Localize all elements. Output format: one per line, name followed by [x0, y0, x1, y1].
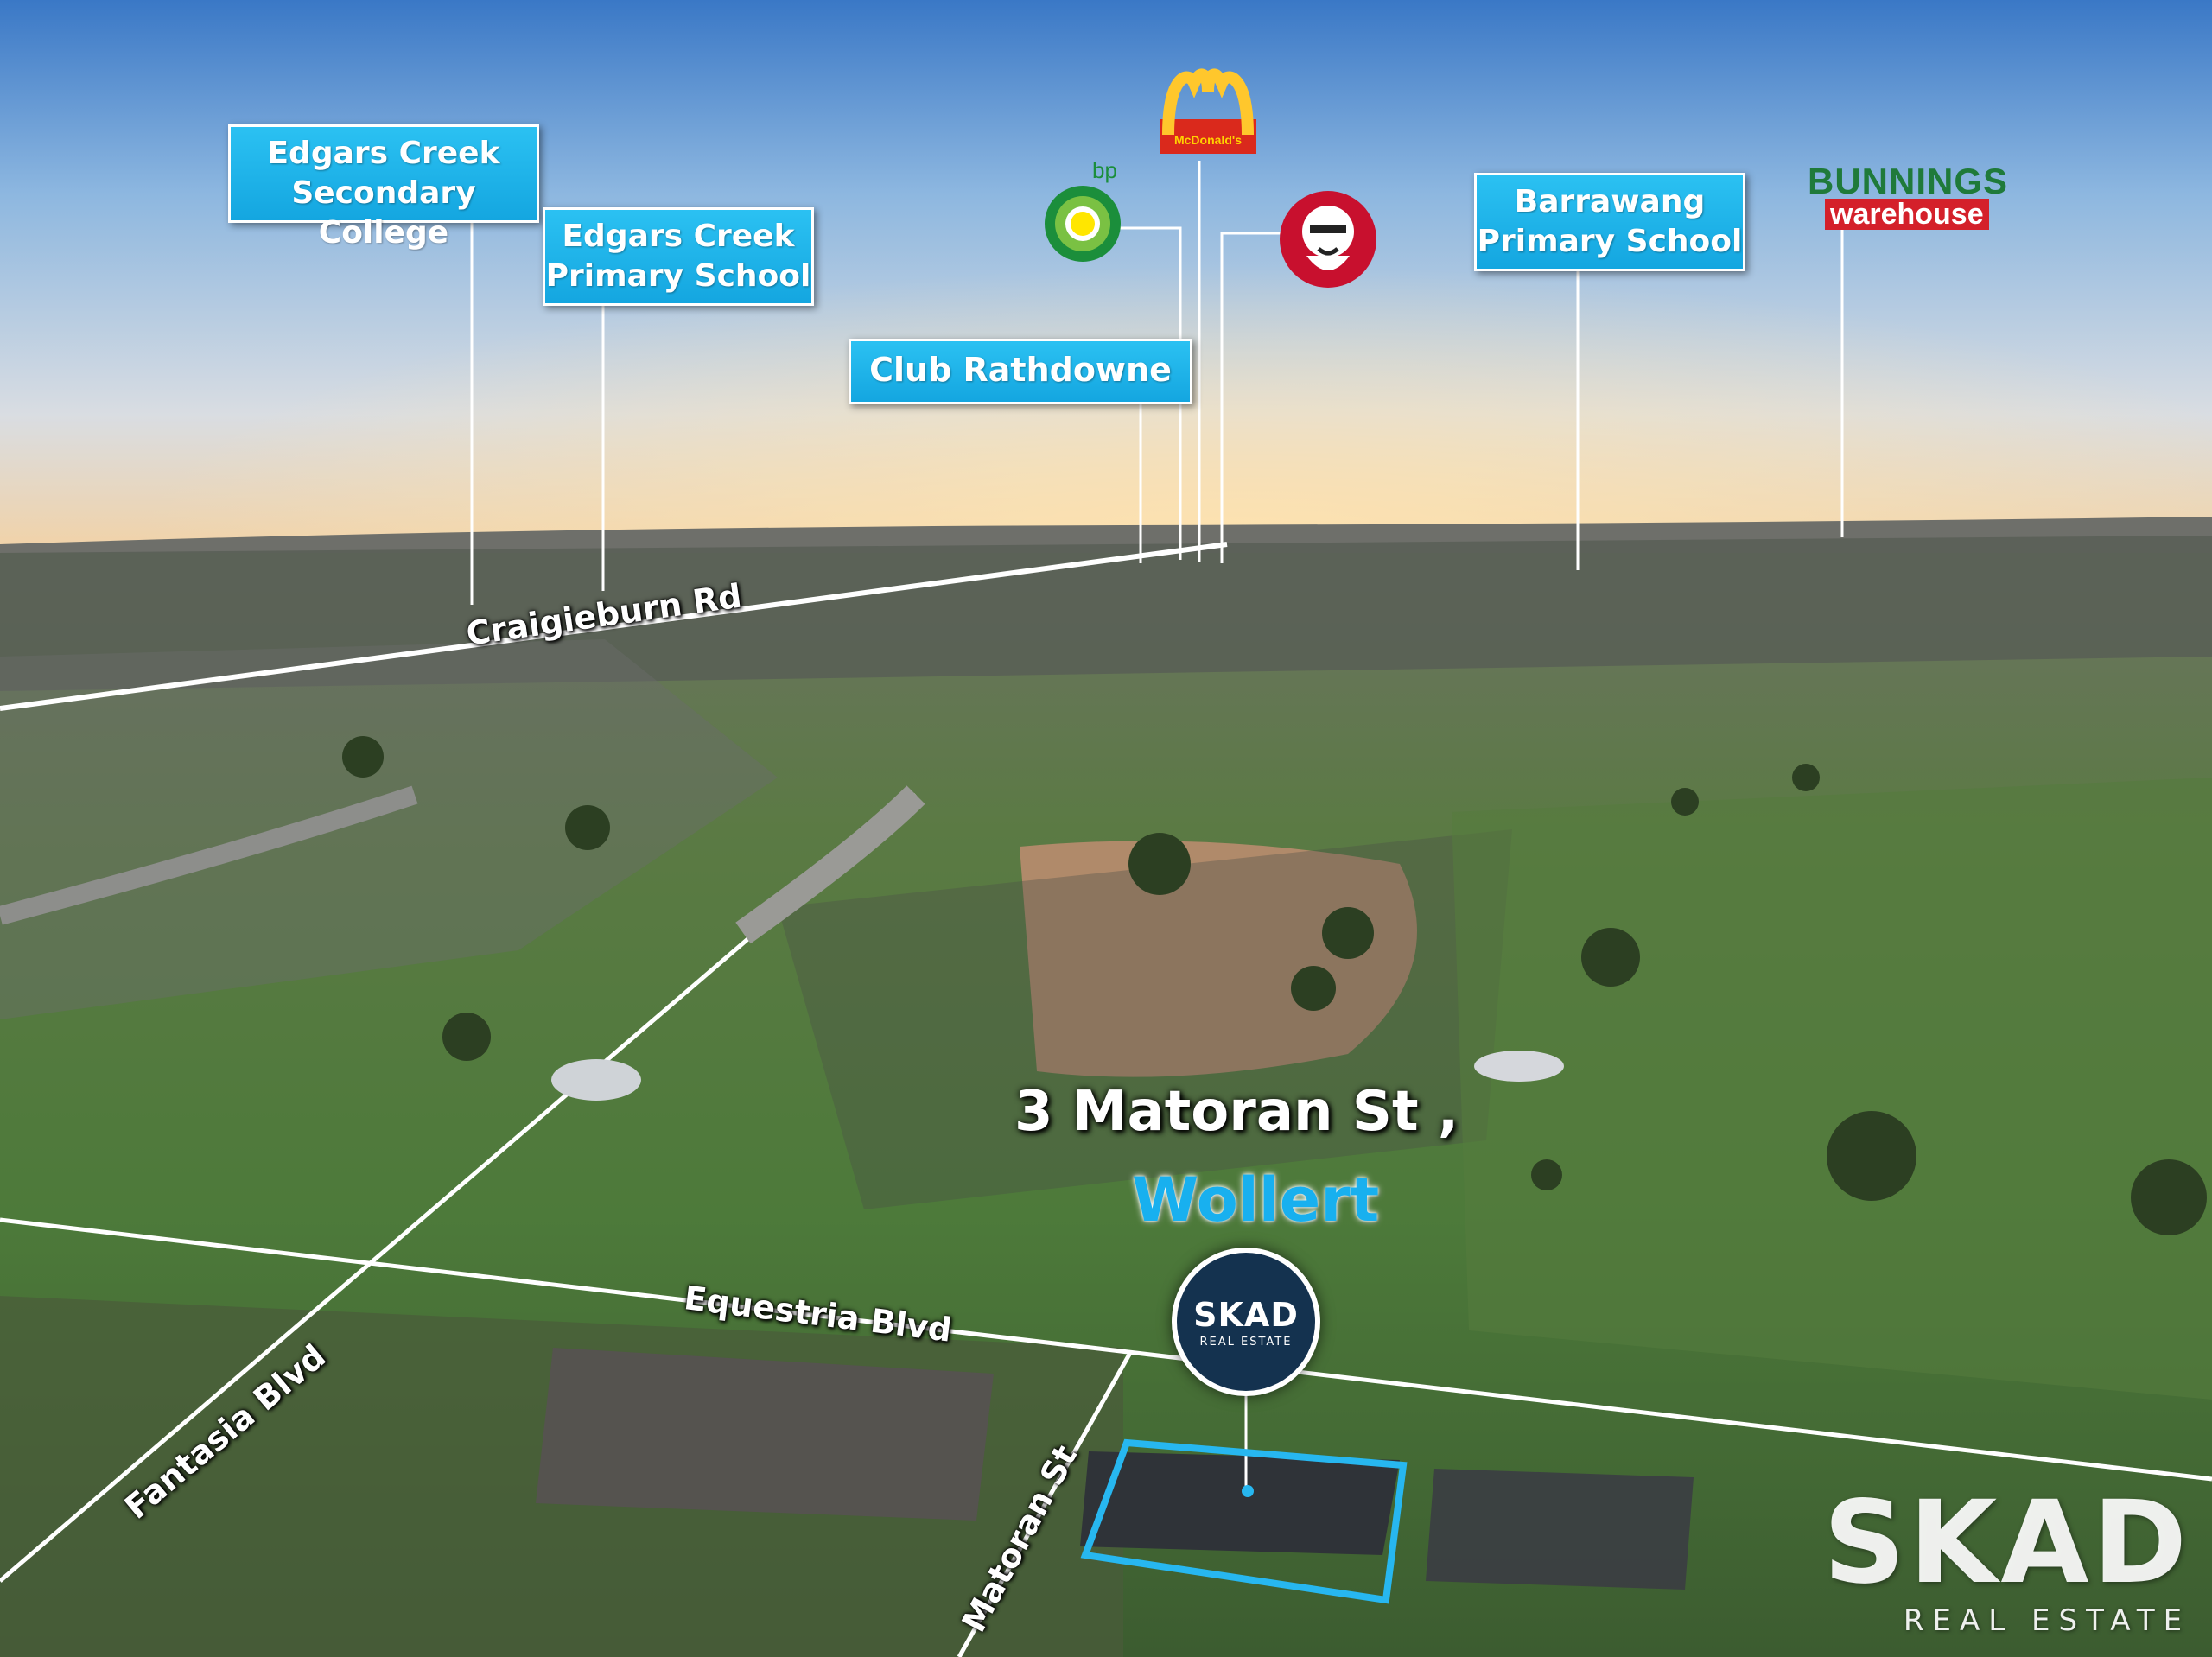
kfc-colonel-icon	[1280, 191, 1376, 288]
label-club-rathdowne: Club Rathdowne	[849, 339, 1192, 404]
label-edgars-creek-primary-school: Edgars Creek Primary School	[543, 207, 814, 306]
mcdonalds-text: McDonald's	[1173, 133, 1242, 147]
address-suburb: Wollert	[1132, 1165, 1380, 1235]
mcdonalds-logo: McDonald's	[1160, 66, 1256, 161]
bp-helios-icon	[1045, 186, 1121, 262]
label-barrawang-primary-school: Barrawang Primary School	[1474, 173, 1745, 271]
label-edgars-creek-secondary-college: Edgars Creek Secondary College	[228, 124, 539, 251]
watermark-subtitle: REAL ESTATE	[1903, 1603, 2191, 1638]
label-line: Edgars Creek	[562, 219, 795, 254]
label-line: Secondary College	[291, 175, 476, 251]
bunnings-warehouse-logo: BUNNINGS warehouse	[1808, 161, 2043, 230]
label-line: Barrawang	[1514, 184, 1706, 219]
watermark-brand: SKAD	[1823, 1476, 2191, 1609]
pin-subtitle: REAL ESTATE	[1199, 1336, 1293, 1349]
label-line: Primary School	[1477, 224, 1743, 259]
bp-text: bp	[1092, 157, 1117, 183]
bunnings-text: BUNNINGS	[1808, 161, 2009, 201]
skad-watermark: SKAD REAL ESTATE	[1823, 1486, 2190, 1638]
skad-location-pin: SKAD REAL ESTATE	[1172, 1248, 1320, 1396]
warehouse-text: warehouse	[1825, 199, 1989, 230]
label-line: Edgars Creek	[267, 136, 500, 171]
address-street: 3 Matoran St ,	[1014, 1080, 1459, 1144]
label-line: Primary School	[545, 258, 811, 294]
label-line: Club Rathdowne	[869, 351, 1172, 389]
pin-brand: SKAD	[1193, 1296, 1299, 1334]
